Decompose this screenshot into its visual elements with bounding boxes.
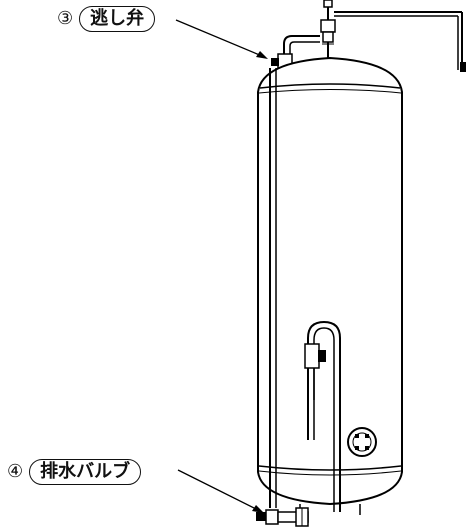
tank-body	[257, 56, 403, 515]
drain-valve-name: 排水バルブ	[29, 459, 142, 485]
relief-drain-pipe	[269, 68, 277, 508]
relief-valve-name: 逃し弁	[79, 6, 156, 32]
drain-valve-number: ④	[7, 461, 24, 482]
gauge-icon	[347, 427, 377, 457]
supply-pipe	[320, 0, 466, 72]
relief-valve-number: ③	[57, 8, 74, 29]
drain-valve-icon	[256, 507, 309, 527]
drain-valve-label: ④ 排水バルブ	[7, 459, 142, 485]
relief-valve-label: ③ 逃し弁	[57, 6, 156, 32]
leader-lines	[175, 19, 263, 511]
mixing-pipe	[304, 320, 341, 512]
leader-arrowheads	[252, 51, 268, 513]
